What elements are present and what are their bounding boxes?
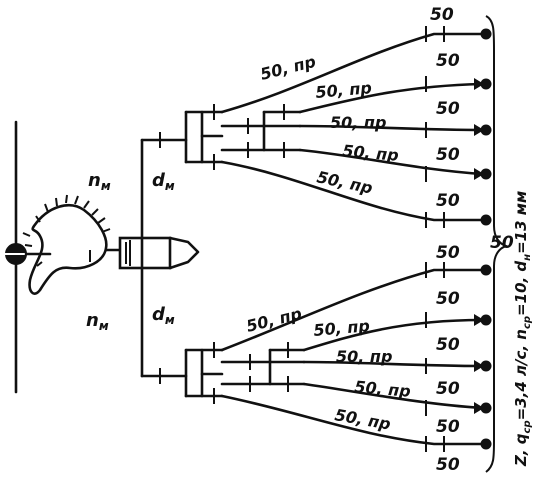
terminal-label: 50	[430, 5, 454, 25]
lower-branch-label: 50, пр	[336, 347, 392, 366]
upper-branch-label: 50, пр	[258, 52, 317, 84]
terminal-label: 50	[436, 51, 460, 71]
upper-branch-label: 50, пр	[342, 141, 400, 165]
terminal-label: 50	[436, 379, 460, 399]
supply-pole	[4, 120, 52, 394]
group-bracket	[485, 15, 510, 473]
terminal-label: 50	[436, 243, 460, 263]
terminal-label: 50	[490, 233, 514, 253]
terminal-label: 50	[436, 191, 460, 211]
upper-branches	[200, 26, 492, 228]
lower-branch-label: 50, пр	[354, 377, 412, 401]
upper-branch-label: 50, пр	[315, 167, 374, 197]
lower-branches	[200, 262, 492, 452]
feeder-hose	[22, 194, 122, 295]
main-trunk	[140, 132, 188, 384]
terminal-label: 50	[436, 99, 460, 119]
distributor-nozzle	[118, 236, 200, 270]
upper-branch-label: 50, пр	[330, 113, 386, 132]
upper-n-label: nм	[88, 170, 111, 193]
upper-branch-label: 50, пр	[315, 78, 373, 102]
lower-branch-label: 50, пр	[244, 304, 303, 336]
terminal-label: 50	[436, 289, 460, 309]
terminal-label: 50	[436, 417, 460, 437]
terminal-label: 50	[436, 455, 460, 475]
lower-n-label: nм	[86, 310, 109, 333]
upper-d-label: dм	[152, 170, 175, 193]
terminal-label: 50	[436, 335, 460, 355]
lower-branch-label: 50, пр	[313, 316, 371, 340]
lower-d-label: dм	[152, 304, 175, 327]
lower-branch-label: 50, пр	[333, 405, 392, 434]
terminal-label: 50	[436, 145, 460, 165]
side-formula: Z, qср=3,4 л/с, nср=10, dн=13 мм	[512, 191, 533, 467]
